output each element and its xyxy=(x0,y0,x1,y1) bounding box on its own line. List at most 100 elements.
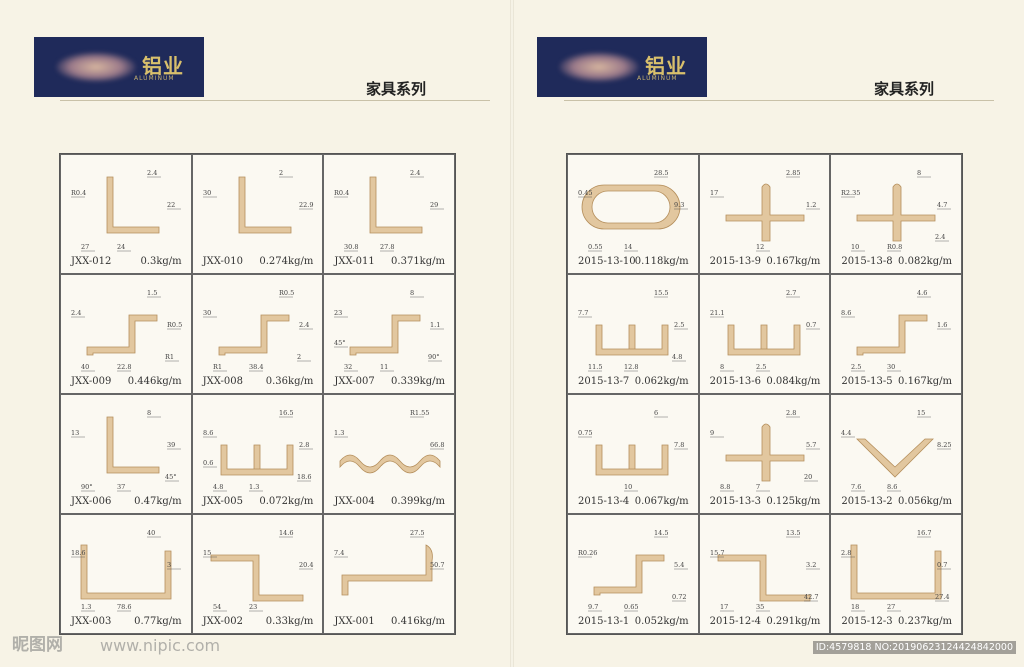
profile-section xyxy=(210,554,304,602)
profile-weight: 0.274kg/m xyxy=(259,256,314,267)
dimension-label: 1.2 xyxy=(806,201,816,209)
profile-code: JXX-004 xyxy=(334,496,375,507)
dimension-label: 22.8 xyxy=(117,363,131,371)
blurred-logo xyxy=(56,52,136,82)
dimension-label: 7.6 xyxy=(851,483,861,491)
profile-weight: 0.052kg/m xyxy=(634,616,689,627)
dimension-label: 40 xyxy=(147,529,155,537)
profile-weight: 0.47kg/m xyxy=(134,496,182,507)
dimension-label: 16.7 xyxy=(917,529,931,537)
dimension-label: 37 xyxy=(117,483,125,491)
profile-code: JXX-008 xyxy=(202,376,244,387)
dimension-label: 0.65 xyxy=(624,603,638,611)
profile-code: 2015-13-1 xyxy=(578,616,630,627)
profile-code: 2015-13-5 xyxy=(841,376,893,387)
dimension-label: 2.5 xyxy=(851,363,861,371)
profile-section xyxy=(80,544,172,600)
profile-weight: 0.062kg/m xyxy=(634,376,689,387)
dimension-label: 30 xyxy=(203,309,211,317)
brand-subtitle: ALUMINUM xyxy=(637,75,678,82)
dimension-label: R1 xyxy=(213,363,222,371)
dimension-label: 1.3 xyxy=(249,483,259,491)
watermark-logo: 昵图网 xyxy=(12,635,63,655)
profile-section xyxy=(86,314,158,356)
dimension-label: 2.85 xyxy=(786,169,800,177)
profile-weight: 0.371kg/m xyxy=(391,256,445,267)
dimension-label: 27.4 xyxy=(935,593,949,601)
dimension-label: 15 xyxy=(203,549,211,557)
dimension-label: 32 xyxy=(344,363,352,371)
dimension-label: 27 xyxy=(887,603,895,611)
dimension-label: R0.5 xyxy=(279,289,294,297)
dimension-label: 4.4 xyxy=(841,429,851,437)
profile-weight: 0.291kg/m xyxy=(766,616,821,627)
profile-section xyxy=(341,544,434,596)
dimension-label: 1.3 xyxy=(81,603,91,611)
profile-weight: 0.339kg/m xyxy=(391,376,445,387)
profile-section xyxy=(856,438,935,478)
dimension-label: 14.6 xyxy=(279,529,293,537)
dimension-label: R0.4 xyxy=(334,189,349,197)
dimension-label: 90° xyxy=(428,353,440,361)
dimension-label: 22.9 xyxy=(299,201,313,209)
dimension-label: 3 xyxy=(167,561,171,569)
dimension-label: 18.6 xyxy=(71,549,85,557)
profile-section xyxy=(339,454,441,474)
dimension-label: R0.5 xyxy=(167,321,182,329)
profile-weight: 0.399kg/m xyxy=(391,496,445,507)
dimension-label: 8.25 xyxy=(937,441,951,449)
dimension-label: 4.8 xyxy=(213,483,223,491)
dimension-label: 1.6 xyxy=(937,321,947,329)
dimension-label: 2.4 xyxy=(299,321,309,329)
dimension-label: 1.3 xyxy=(334,429,344,437)
dimension-label: 2.5 xyxy=(756,363,766,371)
profile-weight: 0.082kg/m xyxy=(898,256,952,267)
dimension-label: 0.45 xyxy=(578,189,592,197)
dimension-label: 39 xyxy=(167,441,175,449)
profile-code: 2015-13-9 xyxy=(709,256,761,267)
dimension-label: 8.6 xyxy=(887,483,897,491)
dimension-label: 24 xyxy=(117,243,125,251)
dimension-label: 2.8 xyxy=(299,441,309,449)
profile-section xyxy=(725,183,805,242)
dimension-label: 66.8 xyxy=(430,441,444,449)
dimension-label: 7.8 xyxy=(674,441,684,449)
profile-weight: 0.167kg/m xyxy=(898,376,952,387)
profile-section xyxy=(369,176,423,234)
dimension-label: 8 xyxy=(917,169,921,177)
profile-weight: 0.118kg/m xyxy=(634,256,689,267)
dimension-label: 8.8 xyxy=(720,483,730,491)
dimension-label: 17 xyxy=(710,189,718,197)
dimension-label: 1.1 xyxy=(430,321,440,329)
dimension-label: 14 xyxy=(624,243,632,251)
dimension-label: 14.5 xyxy=(654,529,668,537)
profile-section xyxy=(218,314,290,356)
profile-drawing: 2.70.721.12.58 xyxy=(709,289,820,372)
brand-name: 铝业 xyxy=(142,54,184,78)
dimension-label: 13.5 xyxy=(786,529,800,537)
profile-code: JXX-011 xyxy=(334,256,375,267)
page-fold xyxy=(510,0,514,667)
profile-section xyxy=(727,324,801,356)
dimension-label: 23 xyxy=(249,603,257,611)
profile-code: 2015-13-4 xyxy=(578,496,630,507)
brand-name: 铝业 xyxy=(645,54,687,78)
dimension-label: 54 xyxy=(213,603,221,611)
dimension-label: 13 xyxy=(71,429,79,437)
